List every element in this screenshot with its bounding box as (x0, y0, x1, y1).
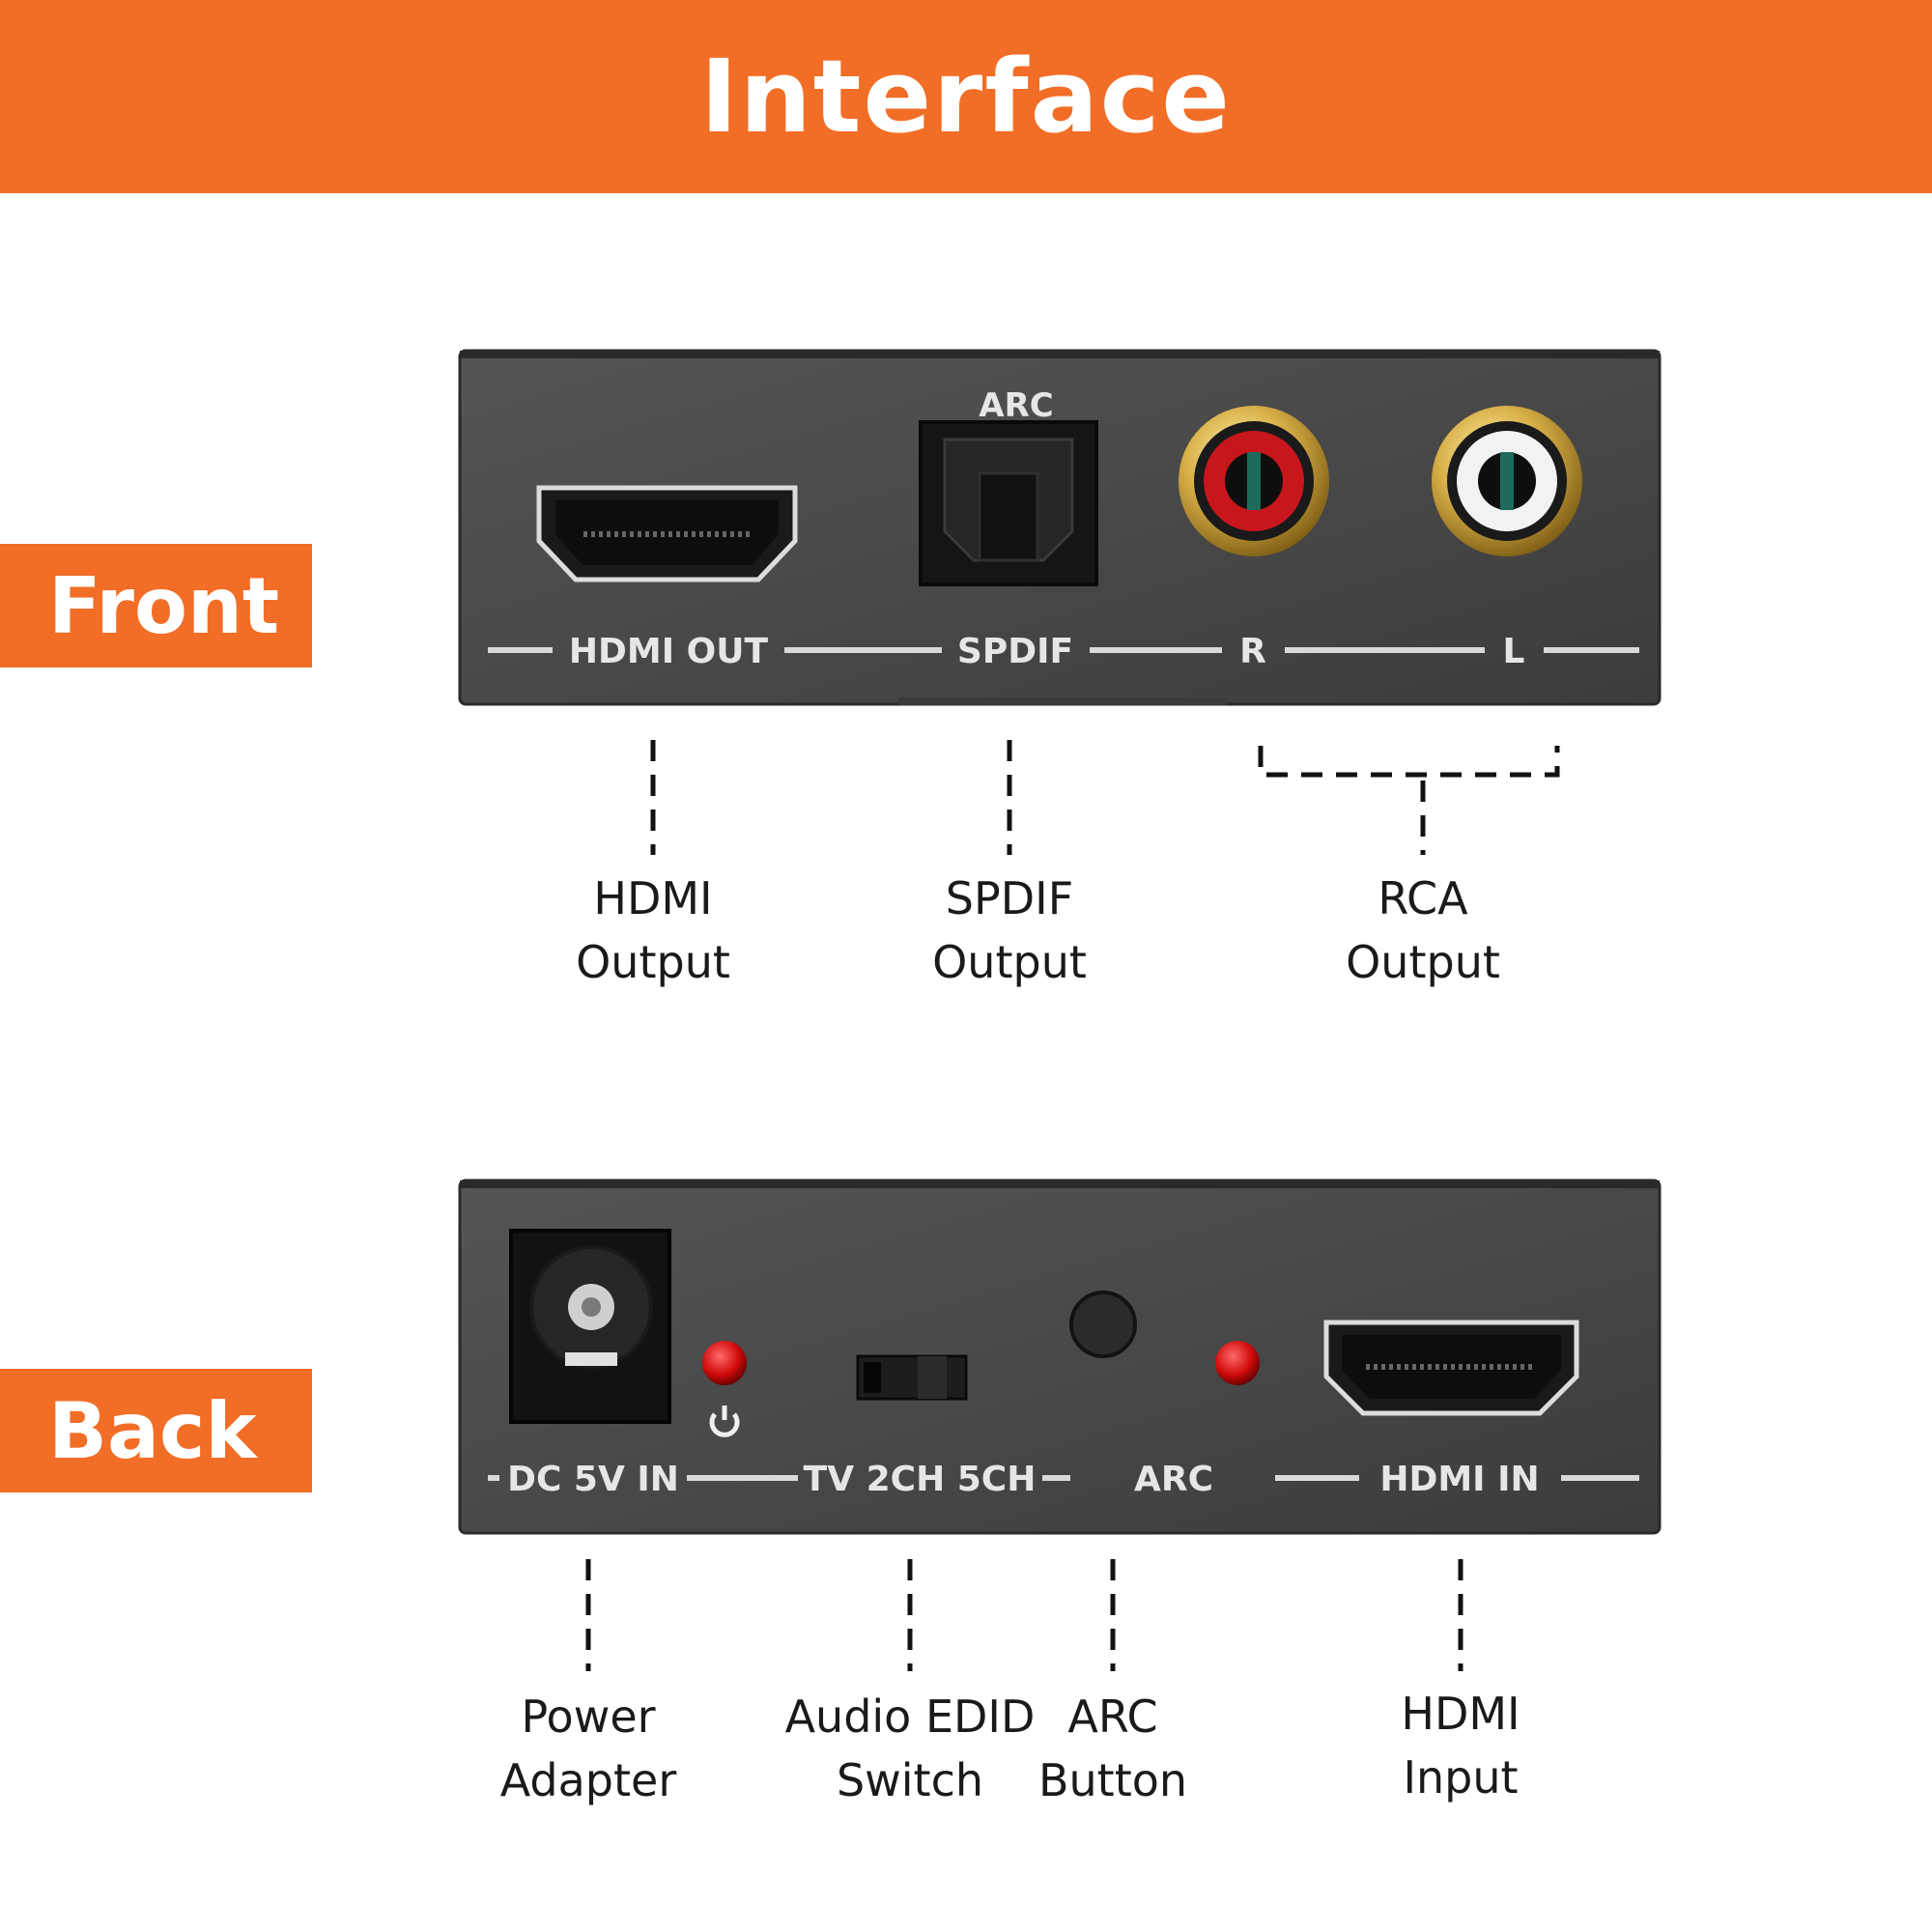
front-panel: HDMI OUT SPDIF ARC R L (458, 349, 1662, 706)
callout-hdmi-output: HDMI Output (576, 872, 730, 988)
arc-led (1215, 1341, 1260, 1385)
hdmi-in-port (1323, 1320, 1579, 1416)
arc-button[interactable] (1069, 1291, 1137, 1358)
spdif-port (919, 420, 1098, 586)
label-hdmi-out: HDMI OUT (569, 632, 769, 671)
label-arc-front: ARC (979, 386, 1053, 425)
page-title: Interface (700, 38, 1232, 156)
label-r: R (1239, 632, 1266, 671)
power-icon (709, 1406, 740, 1437)
callout-arc-button: ARC Button (1037, 1690, 1188, 1806)
label-spdif: SPDIF (957, 632, 1073, 671)
label-hdmi-in: HDMI IN (1379, 1460, 1539, 1499)
label-tv-switch: TV 2CH 5CH (804, 1460, 1037, 1499)
hdmi-out-port (536, 485, 798, 582)
callout-audio-edid-switch: Audio EDID Switch (784, 1690, 1036, 1806)
callout-power-adapter: Power Adapter (499, 1690, 677, 1806)
rca-right-jack (1179, 406, 1329, 556)
back-panel: DC 5V IN TV 2CH 5CH ARC HDMI IN (458, 1179, 1662, 1535)
rca-left-jack (1432, 406, 1582, 556)
back-tag: Back (0, 1369, 312, 1492)
label-arc-back: ARC (1134, 1460, 1213, 1499)
front-tag: Front (0, 544, 312, 668)
front-leader-lines (650, 740, 1560, 855)
power-led (702, 1341, 747, 1385)
callout-spdif-output: SPDIF Output (932, 872, 1087, 988)
callout-rca-output: RCA Output (1346, 872, 1500, 988)
title-banner: Interface (0, 0, 1932, 193)
label-l: L (1503, 632, 1525, 671)
audio-edid-switch[interactable] (856, 1354, 968, 1401)
label-dc-in: DC 5V IN (507, 1460, 679, 1499)
dc-power-jack (509, 1229, 671, 1424)
callout-hdmi-input: HDMI Input (1401, 1688, 1520, 1804)
back-leader-lines (585, 1559, 1463, 1671)
